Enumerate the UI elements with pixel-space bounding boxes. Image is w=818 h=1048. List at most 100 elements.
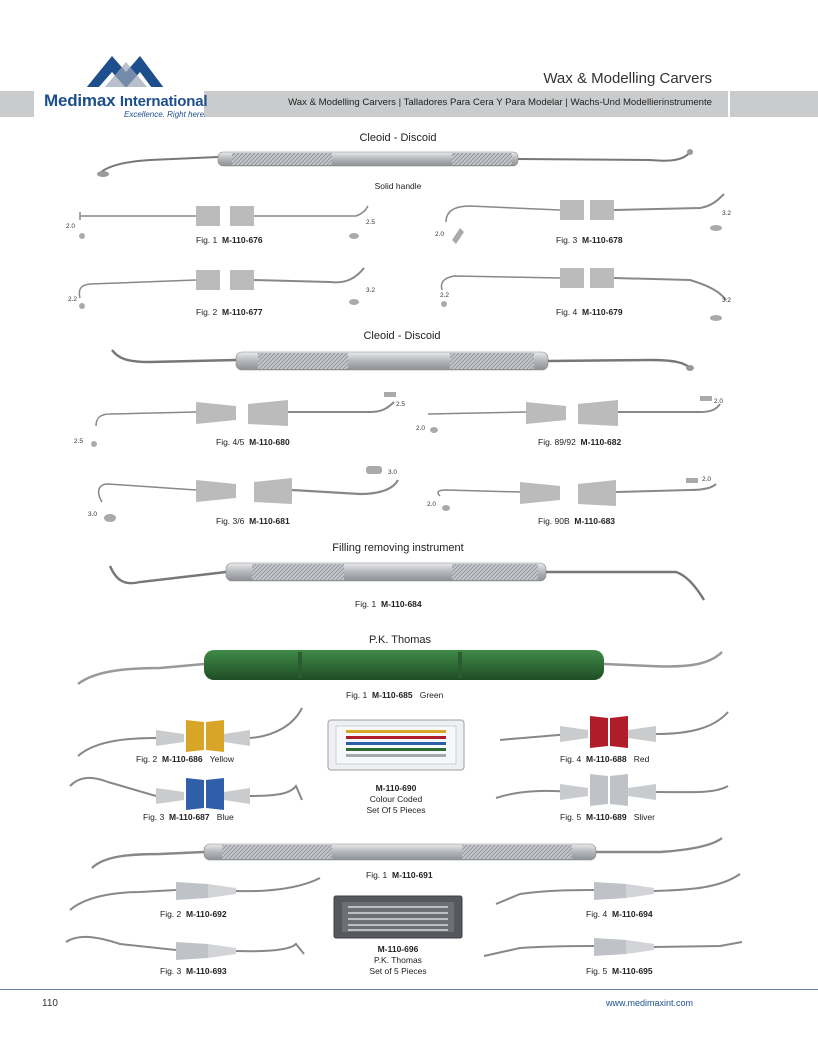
solid-handle-label: Solid handle [374, 181, 422, 191]
code-692: M-110-692 [186, 909, 227, 919]
caption-684: Fig. 1 M-110-684 [355, 599, 422, 609]
dim-679-b: 3.2 [722, 297, 732, 304]
section-title-pk-thomas: P.K. Thomas [369, 634, 431, 646]
code-691: M-110-691 [392, 870, 433, 880]
logo-box [34, 87, 204, 121]
dim-681-b: 3.0 [388, 469, 398, 476]
color-689: Sliver [633, 812, 655, 822]
dim-682-b: 2.0 [714, 398, 724, 405]
code-690: M-110-690 [375, 783, 417, 793]
instrument-filling-removing [108, 562, 706, 601]
brand-suffix: International [119, 93, 208, 110]
fig-685: Fig. 1 [346, 690, 368, 700]
code-687: M-110-687 [169, 812, 210, 822]
tip-drawing-677 [78, 267, 365, 309]
code-680: M-110-680 [249, 437, 290, 447]
header-divider [728, 91, 730, 117]
dim-678-a: 2.0 [435, 231, 445, 238]
brand-main: Medimax [44, 91, 116, 110]
tip-drawing-679 [440, 268, 727, 321]
desc-690-1: Colour Coded [369, 794, 423, 804]
fig-692: Fig. 2 [160, 909, 182, 919]
code-695: M-110-695 [612, 966, 653, 976]
fig-689: Fig. 5 [560, 812, 582, 822]
instrument-cleoid-knurled-handle [111, 349, 694, 371]
dim-677-b: 3.2 [366, 287, 376, 294]
colour-coded-set-tray [327, 719, 465, 771]
caption-690: M-110-690 Colour Coded Set Of 5 Pieces [366, 783, 425, 816]
caption-683: Fig. 90B M-110-683 [538, 516, 615, 526]
website-link[interactable]: www.medimaxint.com [606, 998, 694, 1008]
company-logo [86, 56, 164, 88]
pk-thomas-set-tray [333, 895, 463, 939]
caption-685: Fig. 1 M-110-685 Green [346, 690, 443, 700]
code-696: M-110-696 [377, 944, 419, 954]
code-677: M-110-677 [222, 307, 263, 317]
brand-name: Medimax International [44, 91, 208, 111]
color-686: Yellow [209, 754, 234, 764]
section-title-cleoid-1: Cleoid - Discoid [359, 132, 437, 144]
caption-691: Fig. 1 M-110-691 [366, 870, 433, 880]
caption-677: Fig. 2 M-110-677 [196, 307, 263, 317]
section-title-filling: Filling removing instrument [332, 542, 464, 554]
code-676: M-110-676 [222, 235, 263, 245]
code-688: M-110-688 [586, 754, 627, 764]
caption-694: Fig. 4 M-110-694 [586, 909, 653, 919]
code-689: M-110-689 [586, 812, 627, 822]
brand-tagline: Excellence. Right here. [124, 110, 207, 119]
instrument-pk-thomas-green [77, 650, 723, 686]
fig-682: Fig. 89/92 [538, 437, 576, 447]
caption-678: Fig. 3 M-110-678 [556, 235, 623, 245]
code-683: M-110-683 [574, 516, 616, 526]
instrument-693 [65, 936, 305, 960]
dim-678-b: 3.2 [722, 210, 732, 217]
code-684: M-110-684 [381, 599, 422, 609]
fig-676: Fig. 1 [196, 235, 218, 245]
fig-686: Fig. 2 [136, 754, 158, 764]
instrument-692 [69, 877, 321, 911]
footer-rule [0, 989, 818, 990]
fig-687: Fig. 3 [143, 812, 165, 822]
instrument-695 [483, 938, 743, 957]
caption-682: Fig. 89/92 M-110-682 [538, 437, 621, 447]
fig-678: Fig. 3 [556, 235, 578, 245]
tip-drawing-681 [97, 466, 399, 522]
caption-689: Fig. 5 M-110-689 Sliver [560, 812, 655, 822]
dim-676-b: 2.5 [366, 219, 376, 226]
dim-677-a: 2.2 [68, 296, 78, 303]
caption-688: Fig. 4 M-110-688 Red [560, 754, 649, 764]
tip-drawing-683 [437, 478, 717, 511]
section-title-cleoid-2: Cleoid - Discoid [363, 330, 441, 342]
instrument-red [499, 711, 729, 748]
dim-683-b: 2.0 [702, 476, 712, 483]
dim-682-a: 2.0 [416, 425, 426, 432]
instrument-blue [69, 776, 303, 810]
page-number: 110 [42, 998, 58, 1009]
code-678: M-110-678 [582, 235, 623, 245]
caption-693: Fig. 3 M-110-693 [160, 966, 227, 976]
instrument-silver [495, 774, 729, 806]
fig-695: Fig. 5 [586, 966, 608, 976]
desc-696-1: P.K. Thomas [374, 955, 422, 965]
desc-696-2: Set of 5 Pieces [369, 966, 427, 976]
color-685: Green [419, 690, 444, 700]
caption-681: Fig. 3/6 M-110-681 [216, 516, 290, 526]
page-title: Wax & Modelling Carvers [543, 70, 712, 87]
caption-676: Fig. 1 M-110-676 [196, 235, 263, 245]
code-686: M-110-686 [162, 754, 203, 764]
fig-688: Fig. 4 [560, 754, 582, 764]
code-679: M-110-679 [582, 307, 623, 317]
dim-681-a: 3.0 [88, 511, 98, 518]
fig-693: Fig. 3 [160, 966, 182, 976]
dim-676-a: 2.0 [66, 223, 76, 230]
dim-680-b: 2.5 [396, 401, 406, 408]
fig-683: Fig. 90B [538, 516, 570, 526]
instrument-cleoid-solid-handle [97, 149, 693, 177]
desc-690-2: Set Of 5 Pieces [366, 805, 426, 815]
caption-687: Fig. 3 M-110-687 Blue [143, 812, 234, 822]
code-681: M-110-681 [249, 516, 290, 526]
instrument-pk-thomas-knurled [91, 837, 723, 869]
fig-684: Fig. 1 [355, 599, 377, 609]
code-685: M-110-685 [372, 690, 413, 700]
